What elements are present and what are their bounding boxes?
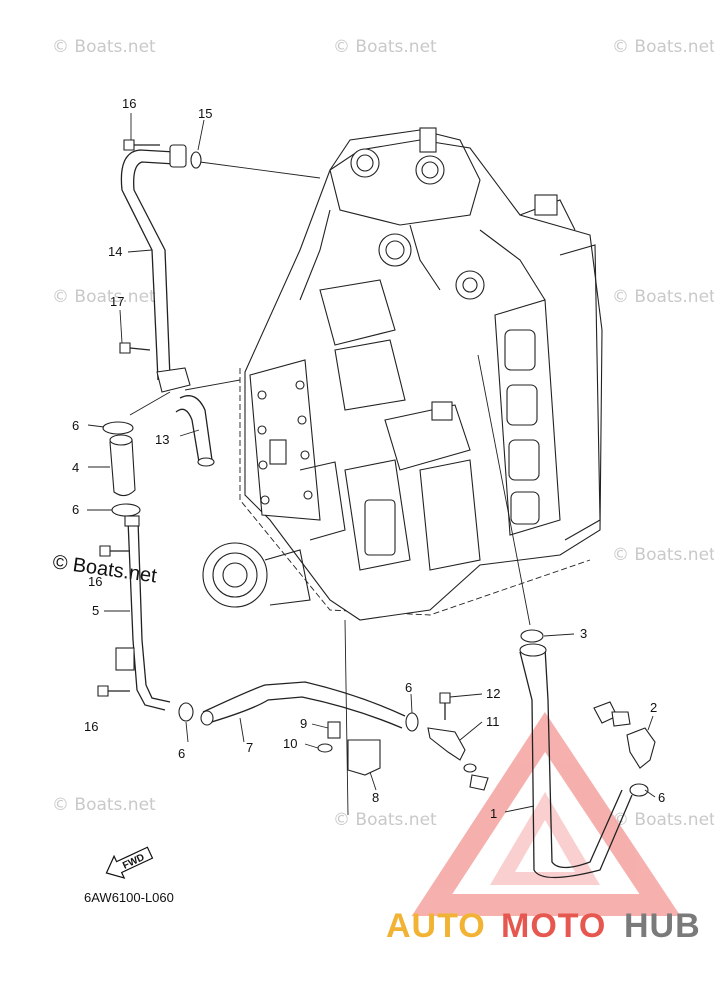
diagram-code: 6AW6100-L060 [84,890,174,905]
watermark: © Boats.net [333,810,437,830]
callout-leaders [87,113,656,813]
callout-5: 5 [92,603,99,618]
engine-block [202,127,603,621]
watermark: © Boats.net [333,37,437,57]
routing-lines [129,161,531,816]
watermark: © Boats.net [612,37,714,57]
callout-6: 6 [178,746,185,761]
callout-17: 17 [110,294,124,309]
logo-triangle [411,712,681,916]
callout-16: 16 [84,719,98,734]
callout-6: 6 [72,502,79,517]
callout-13: 13 [155,432,169,447]
callout-6: 6 [72,418,79,433]
callout-12: 12 [486,686,500,701]
watermark: © Boats.net [612,810,714,830]
fwd-arrow: FWD [105,846,154,879]
callout-1: 1 [490,806,497,821]
callout-9: 9 [300,716,307,731]
callout-2: 2 [650,700,657,715]
callout-3: 3 [580,626,587,641]
watermark-prominent: © Boats.net [51,551,158,587]
callout-16: 16 [122,96,136,111]
logo-hub: HUB [624,907,701,945]
callout-14: 14 [108,244,122,259]
callout-7: 7 [246,740,253,755]
watermark: © Boats.net [612,287,714,307]
callout-4: 4 [72,460,79,475]
watermark: © Boats.net [52,287,156,307]
callout-16: 16 [88,574,102,589]
watermark: © Boats.net [52,795,156,815]
watermark: © Boats.net [52,37,156,57]
callout-6: 6 [405,680,412,695]
logo-moto: MOTO [501,907,606,945]
callout-8: 8 [372,790,379,805]
logo-auto: AUTO [386,907,486,945]
callout-numbers: 16 15 14 17 6 13 4 6 16 5 16 6 7 9 10 8 … [72,96,665,821]
callout-6: 6 [658,790,665,805]
callout-10: 10 [283,736,297,751]
watermark: © Boats.net [612,545,714,565]
callout-15: 15 [198,106,212,121]
callout-11: 11 [486,714,500,729]
automotohub-logo: AUTO MOTO HUB [386,907,701,945]
hoses-and-parts [97,139,656,879]
fwd-label: FWD [121,852,146,872]
